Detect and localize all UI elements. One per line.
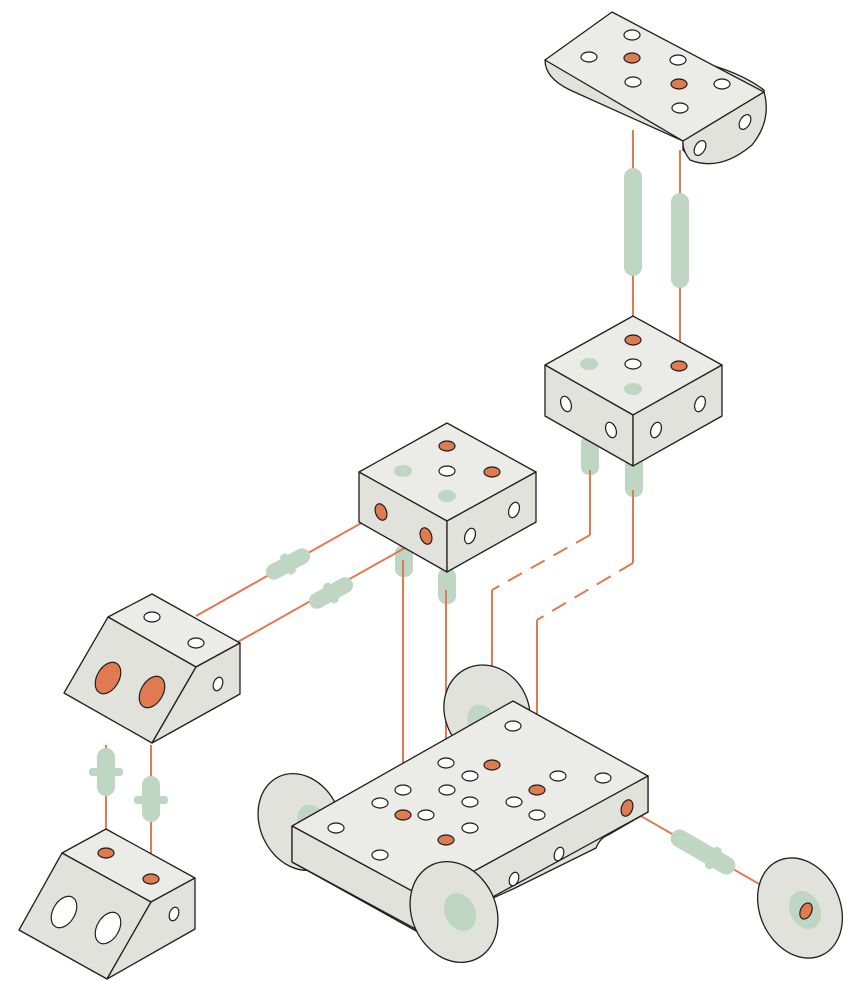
stud-peg xyxy=(580,358,598,370)
wheel-axle-pin xyxy=(799,902,813,920)
stud-hole xyxy=(438,465,456,477)
stud-hole xyxy=(187,637,205,649)
side-hole xyxy=(604,421,618,439)
side-hole xyxy=(738,114,752,130)
cube-block-center xyxy=(358,422,537,573)
side-pin xyxy=(374,503,388,521)
connector-peg-collar xyxy=(89,768,123,776)
stud-hole xyxy=(713,78,731,90)
chassis-assembly xyxy=(257,664,649,964)
connector-peg xyxy=(624,168,642,276)
wedge-right-face xyxy=(106,877,196,980)
stud-hole xyxy=(143,611,161,623)
slope-hole xyxy=(50,895,78,929)
slope-pin xyxy=(94,661,122,695)
wedge-block-bottom-left xyxy=(18,828,196,980)
side-hole xyxy=(168,906,180,922)
stud-hole xyxy=(624,358,642,370)
connector-peg xyxy=(309,577,353,609)
connector-peg xyxy=(438,568,456,604)
wheel-hub xyxy=(443,892,477,932)
side-hole xyxy=(649,421,663,439)
stud-pin xyxy=(670,78,688,90)
connector-peg xyxy=(625,455,643,497)
slope-pin xyxy=(138,675,166,709)
chassis-studs xyxy=(327,720,634,887)
stud-peg xyxy=(394,465,412,477)
connector-dashed-wire xyxy=(491,534,591,591)
stud-hole xyxy=(669,54,687,66)
stud-pin xyxy=(142,873,160,885)
connector-peg xyxy=(266,548,310,580)
cube-right-face xyxy=(632,364,723,467)
wedge-right-face xyxy=(151,642,241,744)
connector-peg-collar xyxy=(134,796,168,804)
side-hole xyxy=(507,501,521,519)
side-pin xyxy=(419,527,433,545)
side-hole xyxy=(559,395,573,413)
cube-right-face xyxy=(446,471,537,573)
stud-hole xyxy=(623,29,641,41)
wedge-block-left xyxy=(63,593,241,744)
stud-pin xyxy=(670,360,688,372)
cube-block-upper-right xyxy=(544,315,723,467)
connector-peg xyxy=(670,829,736,875)
side-hole xyxy=(693,395,707,413)
stud-pin xyxy=(624,334,642,346)
half-cylinder-block xyxy=(544,11,767,165)
stud-peg xyxy=(438,490,456,502)
connector-peg xyxy=(671,193,689,288)
stud-pin xyxy=(623,52,641,64)
wheel-front-right xyxy=(409,860,499,964)
stud-peg xyxy=(624,383,642,395)
stud-pin xyxy=(438,440,456,452)
side-hole xyxy=(693,140,707,156)
side-hole xyxy=(463,527,477,545)
stud-hole xyxy=(580,51,598,63)
stud-pin xyxy=(97,847,115,859)
stud-hole xyxy=(624,76,642,88)
slope-hole xyxy=(94,911,122,945)
side-hole xyxy=(212,676,224,692)
wheel-loose xyxy=(756,857,844,959)
stud-hole xyxy=(671,102,689,114)
connector-dashed-wire xyxy=(536,562,634,621)
stud-pin xyxy=(483,466,501,478)
connector-peg xyxy=(581,435,599,475)
